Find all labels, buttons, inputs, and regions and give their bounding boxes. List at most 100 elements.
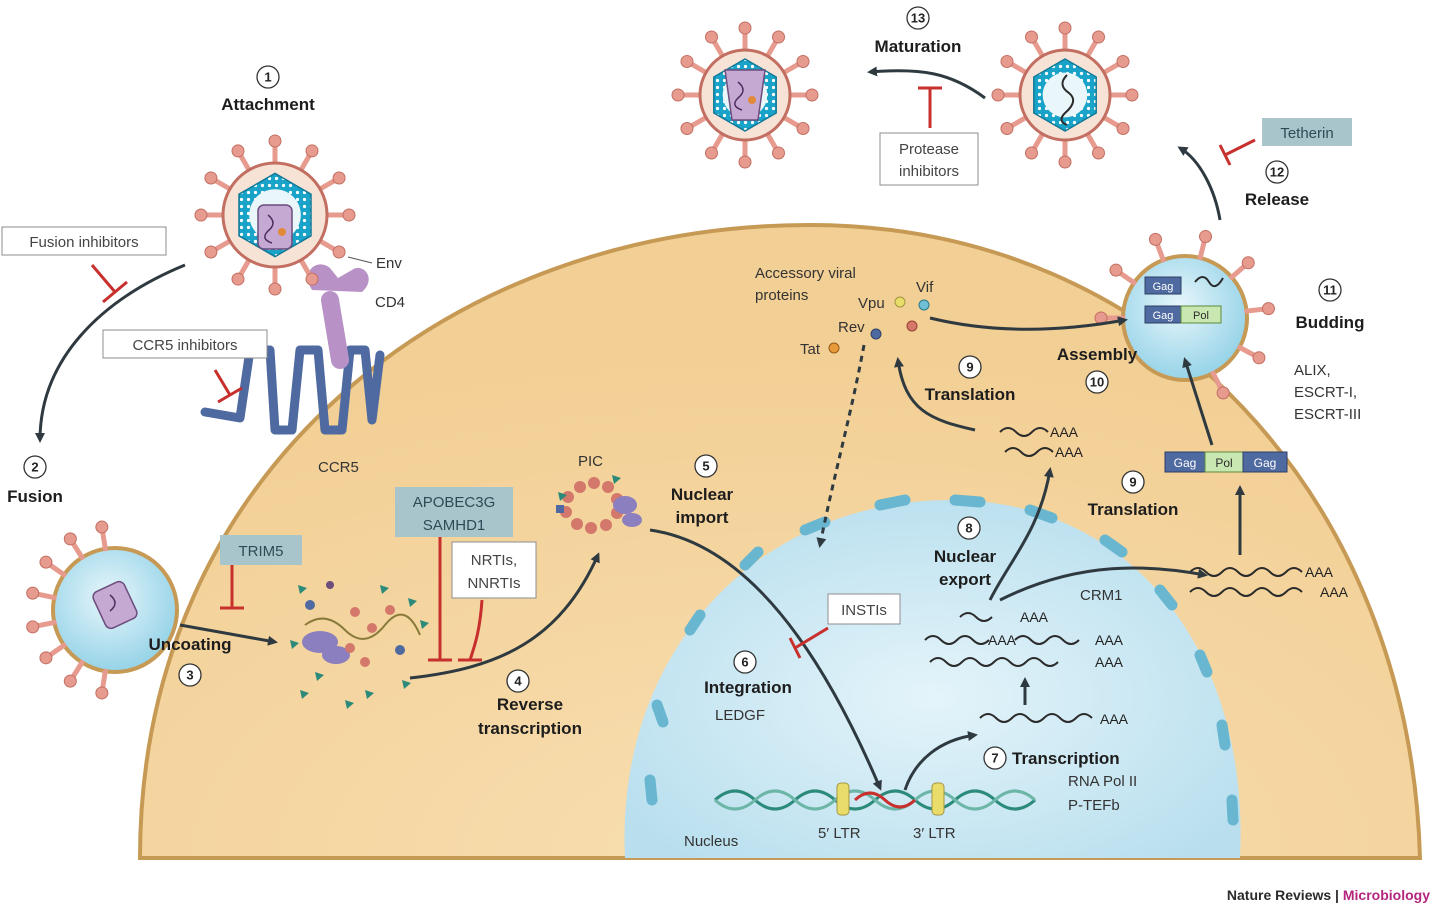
- step-translation-a-label: Translation: [925, 385, 1016, 404]
- aaa-9: AAA: [1100, 711, 1129, 727]
- env-spike-head: [1025, 146, 1038, 160]
- extra-dot: [906, 320, 918, 332]
- env-spike-head: [1000, 55, 1014, 68]
- maturation-capsid: [724, 69, 766, 121]
- step-assembly-number: 10: [1090, 375, 1104, 390]
- env-spike-head: [342, 208, 356, 222]
- aaa-7: AAA: [1095, 632, 1124, 648]
- fusion-inhibitors-label: Fusion inhibitors: [29, 234, 138, 251]
- nucleus-label: Nucleus: [684, 833, 738, 850]
- env-spike-head: [1148, 232, 1162, 246]
- flow-arrows: [35, 66, 1245, 791]
- budding-gag-1: Gag: [1153, 281, 1174, 293]
- vpu-label: Vpu: [858, 295, 885, 312]
- env-spike-head: [26, 620, 40, 634]
- step-attachment-label: Attachment: [221, 95, 315, 114]
- aaa-1: AAA: [1050, 424, 1079, 440]
- ptefb-label: P-TEFb: [1068, 797, 1120, 814]
- rev-label: Rev: [838, 319, 865, 336]
- budding-gag-2: Gag: [1153, 310, 1174, 322]
- escrt-label-2: ESCRT-I,: [1294, 384, 1357, 401]
- gag-pol-polyprotein: [1164, 451, 1288, 473]
- step-uncoating-number: 3: [186, 668, 193, 683]
- vif-dot: [918, 299, 930, 311]
- env-spike-head: [1092, 30, 1105, 44]
- accessory-label-1: Accessory viral: [755, 265, 856, 282]
- apobec-label: APOBEC3G: [413, 494, 496, 511]
- inhibit-tetherin: [1218, 138, 1256, 166]
- accessory-proteins: [828, 296, 930, 354]
- virion-core: [1042, 72, 1088, 118]
- env-spike-head: [204, 171, 218, 185]
- step-budding-label: Budding: [1296, 313, 1365, 332]
- arrow-assembly: [929, 316, 1128, 331]
- step-release-label: Release: [1245, 190, 1309, 209]
- step-nuclear-export-number: 8: [965, 521, 972, 536]
- ccr5-inhibitors-box: [102, 329, 268, 359]
- pic-label: PIC: [578, 453, 603, 470]
- env-spike-head: [1261, 302, 1275, 316]
- budding-contents: [1144, 276, 1224, 324]
- step-uncoating-label: Uncoating: [148, 635, 231, 654]
- step-maturation-number: 13: [911, 11, 925, 26]
- ccr5-label: CCR5: [318, 459, 359, 476]
- arrow-export-up: [988, 467, 1054, 601]
- crm1-label: CRM1: [1080, 587, 1123, 604]
- rev-dot: [870, 328, 882, 340]
- footer-separator: |: [1331, 887, 1343, 903]
- arrow-rt: [409, 552, 600, 680]
- attachment-capsid: [257, 204, 293, 250]
- env-spike-head: [39, 651, 53, 665]
- nucleus: [624, 500, 1241, 858]
- env-spike-head: [1116, 122, 1130, 135]
- rna-pol-label: RNA Pol II: [1068, 773, 1137, 790]
- ledgf-label: LEDGF: [715, 707, 765, 724]
- env-spike-head: [680, 55, 694, 68]
- tetherin-box: [1262, 118, 1352, 146]
- aaa-4: AAA: [1320, 584, 1349, 600]
- footer-journal: Nature Reviews: [1227, 887, 1331, 903]
- nrti-box: [451, 541, 537, 599]
- step-fusion-label: Fusion: [7, 487, 63, 506]
- cd4-receptor: [308, 264, 369, 369]
- inhibit-apobec: [428, 530, 452, 662]
- env-label: Env: [376, 255, 402, 272]
- env-spike-head: [1058, 21, 1072, 35]
- aaa-3: AAA: [1305, 564, 1334, 580]
- reverse-transcription-line2: transcription: [478, 719, 582, 738]
- escrt-label-1: ALIX,: [1294, 362, 1331, 379]
- uncoated-components: [290, 581, 429, 709]
- step-budding-badge: [1318, 278, 1342, 302]
- env-spike-head: [1241, 256, 1255, 270]
- env-spike-head: [39, 555, 53, 569]
- env-spike-head: [680, 122, 694, 135]
- apobec-box: [395, 487, 513, 537]
- env-spike-head: [772, 146, 785, 160]
- env-spike-head: [1216, 386, 1230, 400]
- aaa-2: AAA: [1055, 444, 1084, 460]
- budding-spikes: [1094, 230, 1275, 400]
- inhibit-fusion: [90, 264, 128, 304]
- env-spike-head: [991, 88, 1005, 102]
- step-nuclear-export-badge: [957, 516, 981, 540]
- env-spike-head: [796, 122, 810, 135]
- fusion-spikes: [26, 520, 109, 700]
- reverse-transcription-line1: Reverse: [497, 695, 563, 714]
- arrow-to-budding: [1182, 357, 1214, 446]
- step-translation-a-number: 9: [966, 360, 973, 375]
- env-spike-head: [1125, 88, 1139, 102]
- pic-complex: [556, 475, 642, 534]
- step-maturation-label: Maturation: [875, 37, 962, 56]
- step-translation-b-label: Translation: [1088, 500, 1179, 519]
- inhibit-trim5: [220, 565, 244, 610]
- escrt-label-3: ESCRT-III: [1294, 406, 1361, 423]
- env-spike-head: [26, 586, 40, 600]
- host-dna: [713, 789, 1037, 811]
- env-spike-head: [705, 30, 718, 44]
- env-spike-head: [796, 55, 810, 68]
- env-spike-head: [805, 88, 819, 102]
- env-spike-head: [63, 532, 77, 546]
- cd4-label: CD4: [375, 294, 405, 311]
- env-spike-head: [1252, 351, 1266, 365]
